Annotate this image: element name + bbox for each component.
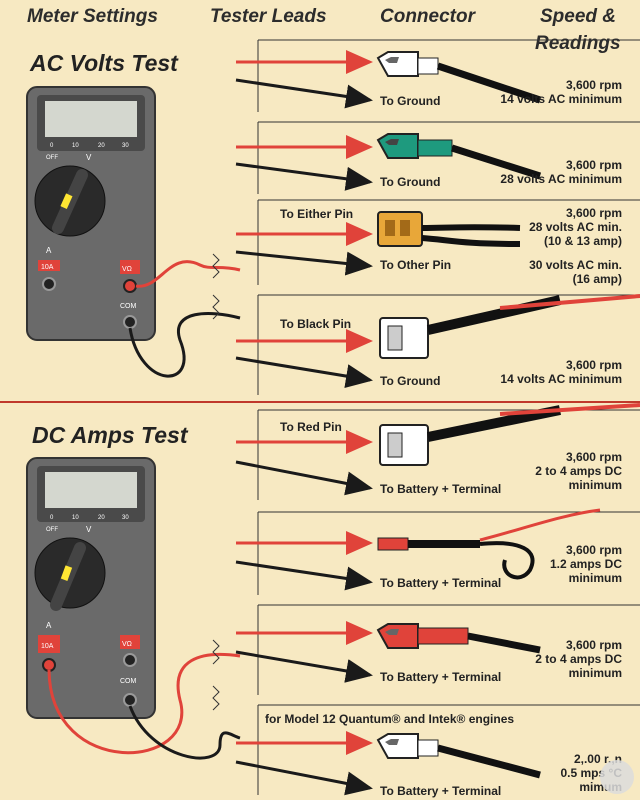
svg-text:OFF: OFF xyxy=(46,155,58,161)
multimeter-ac: 0 10 20 30 OFF V A 10A VΩ COM xyxy=(26,86,156,341)
tester-lead-arrows xyxy=(235,50,373,796)
svg-text:10A: 10A xyxy=(41,643,54,650)
svg-text:V: V xyxy=(86,153,92,162)
svg-text:0: 0 xyxy=(50,143,54,149)
svg-text:V: V xyxy=(86,525,92,534)
svg-text:0: 0 xyxy=(50,515,54,521)
reading: 30 volts AC min.(16 amp) xyxy=(529,258,622,286)
watermark-icon xyxy=(600,760,634,794)
svg-text:30: 30 xyxy=(122,143,129,149)
connector-red-spade xyxy=(376,623,541,654)
svg-text:OFF: OFF xyxy=(46,527,58,533)
meter-lcd xyxy=(45,472,137,508)
header-tester-leads: Tester Leads xyxy=(210,6,327,27)
svg-text:COM: COM xyxy=(120,678,137,685)
section-title-ac-volts: AC Volts Test xyxy=(30,50,178,76)
connector-white-spade xyxy=(376,733,541,779)
connector-white-plug xyxy=(379,403,640,466)
svg-text:30: 30 xyxy=(122,515,129,521)
header-speed: Speed & xyxy=(540,6,617,27)
svg-text:20: 20 xyxy=(98,515,105,521)
black-lead-label: To Ground xyxy=(380,94,441,108)
header-readings: Readings xyxy=(535,33,621,54)
header-meter-settings: Meter Settings xyxy=(27,6,158,27)
red-lead-label: To Black Pin xyxy=(280,317,352,331)
connector-green-spade xyxy=(376,133,542,180)
red-lead-label: To Either Pin xyxy=(280,207,354,221)
svg-text:10A: 10A xyxy=(41,264,54,271)
svg-text:10: 10 xyxy=(72,143,79,149)
multimeter-dc: 0 10 20 30 OFF V A 10A VΩ COM xyxy=(26,457,156,719)
red-lead-label: To Red Pin xyxy=(280,420,342,434)
black-lead-label: To Other Pin xyxy=(380,258,452,272)
svg-text:VΩ: VΩ xyxy=(122,641,132,648)
section-separator xyxy=(0,401,640,403)
black-lead-label: To Battery + Terminal xyxy=(380,670,502,684)
connector-white-plug xyxy=(379,294,640,359)
meter-lcd xyxy=(45,101,137,137)
connector-white-spade xyxy=(376,51,542,104)
svg-text:A: A xyxy=(46,621,52,630)
red-lead-label: for Model 12 Quantum® and Intek® engines xyxy=(265,712,515,726)
svg-text:COM: COM xyxy=(120,303,137,310)
black-lead-label: To Battery + Terminal xyxy=(380,576,502,590)
svg-text:20: 20 xyxy=(98,143,105,149)
section-title-dc-amps: DC Amps Test xyxy=(32,422,188,448)
svg-text:A: A xyxy=(46,246,52,255)
black-lead-label: To Ground xyxy=(380,374,441,388)
black-lead-label: To Battery + Terminal xyxy=(380,784,502,798)
connector-yellow-plug xyxy=(377,211,521,247)
svg-text:10: 10 xyxy=(72,515,79,521)
connector-red-inline xyxy=(377,508,601,580)
header-connector: Connector xyxy=(380,6,475,27)
svg-text:VΩ: VΩ xyxy=(122,266,132,273)
black-lead-label: To Ground xyxy=(380,175,441,189)
black-lead-label: To Battery + Terminal xyxy=(380,482,502,496)
